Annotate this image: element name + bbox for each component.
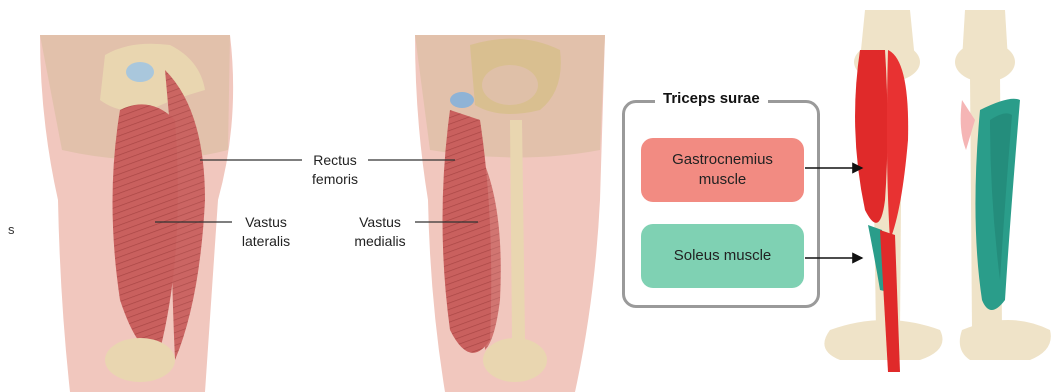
edge-label: s — [8, 222, 15, 237]
gastrocnemius-muscle — [855, 50, 887, 223]
rectus-femoris-label-line2: femoris — [312, 171, 358, 187]
lateral-leg-figure — [955, 10, 1051, 360]
vastus-lateralis-label-line1: Vastus — [245, 214, 287, 230]
vastus-lateralis-label-line2: lateralis — [242, 233, 290, 249]
soleus-node: Soleus muscle — [641, 224, 804, 288]
gastrocnemius-node: Gastrocnemius muscle — [641, 138, 804, 202]
right-thigh-figure — [368, 35, 605, 392]
vastus-medialis-label-line2: medialis — [354, 233, 405, 249]
triceps-surae-title: Triceps surae — [655, 90, 768, 107]
rectus-femoris-label-line1: Rectus — [313, 152, 357, 168]
posterior-leg-figure — [824, 10, 942, 372]
vastus-medialis-label-line1: Vastus — [359, 214, 401, 230]
thigh-anatomy-illustration: s Rectus femoris Vastus lateralis Vastus… — [0, 0, 610, 392]
